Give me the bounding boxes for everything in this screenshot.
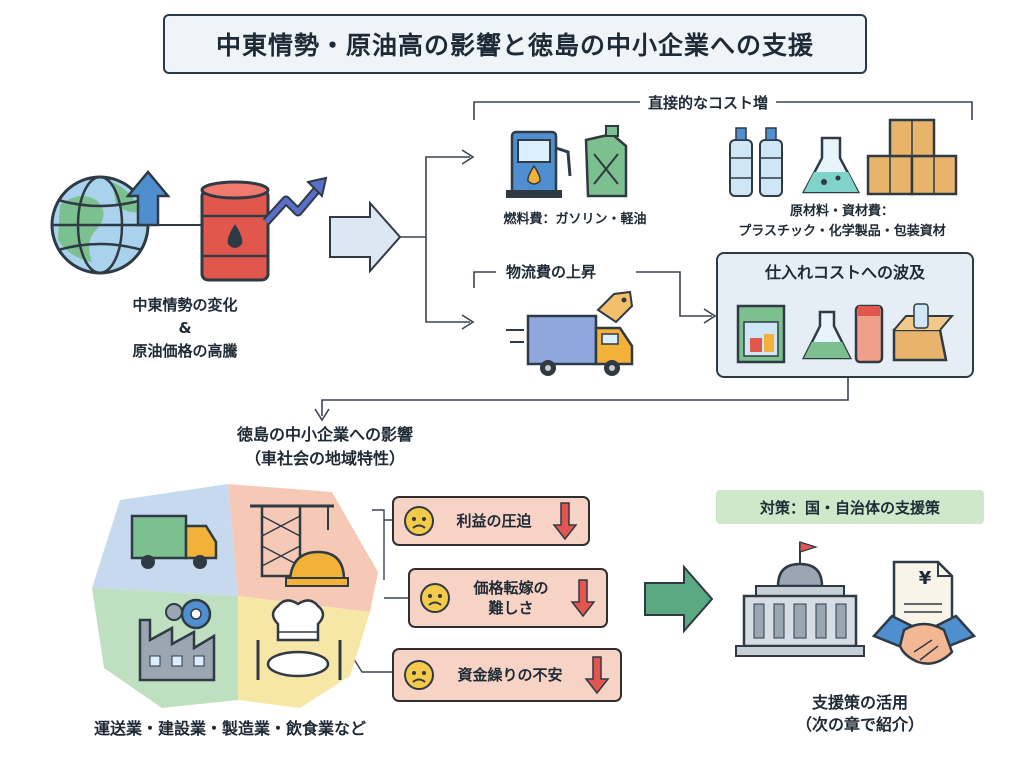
industries-label: 運送業・建設業・製造業・飲食業など bbox=[93, 719, 366, 738]
impact-connector-2 bbox=[383, 520, 408, 599]
materials-label-2: プラスチック・化学製品・包装資材 bbox=[738, 224, 946, 239]
procurement-down-line bbox=[321, 378, 849, 416]
impact-text-1a: 利益の圧迫 bbox=[456, 512, 532, 530]
cause-arrow bbox=[329, 200, 402, 274]
cause-line-1: 中東情勢の変化 bbox=[132, 296, 238, 314]
local-impact-heading-2: （車社会の地域特性） bbox=[244, 449, 405, 468]
impact-box-profit: 利益の圧迫 bbox=[392, 496, 590, 546]
procurement-down-arrowhead bbox=[314, 408, 330, 422]
logistics-arrowhead bbox=[703, 308, 717, 324]
support-caption-1: 支援策の活用 bbox=[811, 693, 908, 712]
yen-symbol: ¥ bbox=[918, 568, 932, 589]
impact-text-2: 価格転嫁の 難しさ bbox=[452, 578, 570, 618]
logistics-connector bbox=[473, 271, 712, 317]
impact-box-pricing: 価格転嫁の 難しさ bbox=[408, 568, 608, 628]
cause-line-2: & bbox=[178, 319, 192, 337]
support-chip: 対策：国・自治体の支援策 bbox=[716, 490, 984, 524]
worried-face-icon bbox=[404, 506, 434, 536]
fuel-label: 燃料費：ガソリン・軽油 bbox=[503, 212, 647, 227]
impact-connector-1 bbox=[372, 509, 392, 521]
split-arrowhead-bottom bbox=[461, 314, 475, 330]
worried-face-icon bbox=[404, 660, 434, 690]
split-arrowhead-top bbox=[461, 149, 475, 165]
direct-cost-heading: 直接的なコスト増 bbox=[640, 92, 777, 113]
cause-line-3: 原油価格の高騰 bbox=[132, 342, 238, 360]
support-caption-2: （次の章で紹介） bbox=[795, 715, 924, 734]
to-support-arrow bbox=[644, 564, 714, 634]
down-arrow-icon bbox=[570, 579, 596, 618]
page-title: 中東情勢・原油高の影響と徳島の中小企業への支援 bbox=[163, 14, 867, 74]
impact-text-2a: 価格転嫁の bbox=[473, 579, 549, 597]
procurement-heading: 仕入れコストへの波及 bbox=[764, 263, 925, 282]
impact-box-cashflow: 資金繰りの不安 bbox=[392, 648, 622, 702]
split-line-top bbox=[398, 156, 470, 238]
impact-text-3a: 資金繰りの不安 bbox=[457, 666, 563, 684]
materials-label-1: 原材料・資材費： bbox=[789, 204, 894, 219]
down-arrow-icon bbox=[584, 656, 610, 695]
worried-face-icon bbox=[420, 583, 450, 613]
split-line-bottom bbox=[425, 237, 470, 323]
down-arrow-icon bbox=[552, 502, 578, 541]
local-impact-heading-1: 徳島の中小企業への影響 bbox=[236, 425, 413, 444]
impact-text-2b: 難しさ bbox=[488, 599, 534, 617]
logistics-heading: 物流費の上昇 bbox=[498, 261, 605, 282]
